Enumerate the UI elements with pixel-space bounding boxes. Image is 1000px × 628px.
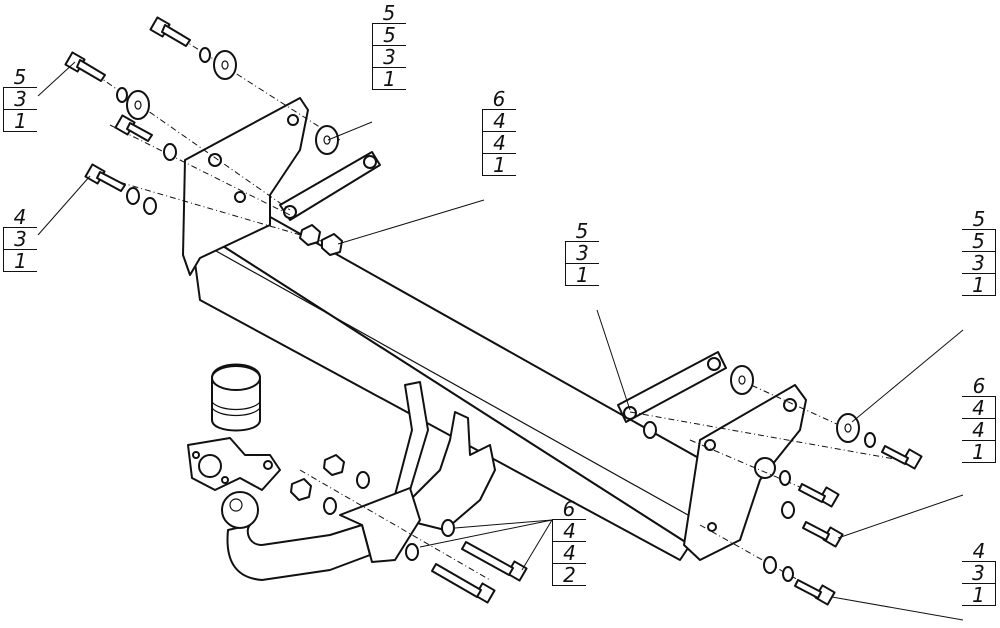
bolt bbox=[881, 445, 923, 470]
callout-c3: 4 3 1 bbox=[3, 206, 37, 272]
callout-cell: 3 bbox=[3, 228, 37, 250]
left-clamp-plate bbox=[279, 151, 381, 221]
bolt bbox=[798, 483, 840, 508]
callout-cell: 1 bbox=[962, 584, 996, 606]
callout-cell: 1 bbox=[482, 154, 516, 176]
bolts bbox=[64, 16, 923, 606]
callout-c5: 5 3 1 bbox=[565, 220, 599, 286]
callout-c9: 4 3 1 bbox=[962, 540, 996, 606]
callout-cell: 3 bbox=[962, 562, 996, 584]
callout-c8: 6 4 4 2 bbox=[552, 498, 586, 586]
callout-cell: 4 bbox=[552, 520, 586, 542]
bolt bbox=[802, 521, 844, 548]
callout-cell: 5 bbox=[565, 220, 599, 242]
callout-c4: 6 4 4 1 bbox=[482, 88, 516, 176]
socket-plate bbox=[187, 437, 281, 491]
ball-mount-holder bbox=[339, 381, 496, 563]
bolt bbox=[794, 579, 836, 606]
callout-cell: 5 bbox=[3, 66, 37, 88]
callout-cell: 1 bbox=[962, 274, 996, 296]
callout-cell: 3 bbox=[3, 88, 37, 110]
callout-cell: 2 bbox=[552, 564, 586, 586]
ball-cap bbox=[211, 363, 261, 432]
callout-cell: 4 bbox=[482, 110, 516, 132]
left-bracket bbox=[182, 97, 309, 276]
callout-cell: 5 bbox=[372, 2, 406, 24]
callout-cell: 4 bbox=[552, 542, 586, 564]
callout-cell: 6 bbox=[962, 375, 996, 397]
callout-cell: 4 bbox=[962, 397, 996, 419]
callout-cell: 4 bbox=[962, 540, 996, 562]
callout-cell: 1 bbox=[565, 264, 599, 286]
callout-cell: 5 bbox=[372, 24, 406, 46]
callout-cell: 6 bbox=[552, 498, 586, 520]
nuts bbox=[290, 224, 345, 501]
bolt bbox=[431, 563, 496, 604]
callout-leaders bbox=[37, 61, 964, 621]
callout-cell: 6 bbox=[482, 88, 516, 110]
bolt bbox=[149, 16, 191, 47]
callout-cell: 3 bbox=[565, 242, 599, 264]
callout-cell: 1 bbox=[3, 250, 37, 272]
callout-cell: 4 bbox=[482, 132, 516, 154]
bolt bbox=[84, 163, 126, 192]
callout-cell: 1 bbox=[962, 441, 996, 463]
right-clamp-plate bbox=[617, 351, 727, 423]
callout-c7: 6 4 4 1 bbox=[962, 375, 996, 463]
callout-cell: 1 bbox=[372, 68, 406, 90]
right-bracket bbox=[683, 384, 807, 561]
callout-cell: 5 bbox=[962, 230, 996, 252]
callout-cell: 4 bbox=[962, 419, 996, 441]
tow-ball-arm bbox=[221, 491, 371, 581]
callout-cell: 4 bbox=[3, 206, 37, 228]
bolt bbox=[64, 51, 106, 82]
bolt bbox=[114, 114, 153, 142]
bolt bbox=[461, 541, 528, 582]
callout-c1: 5 3 1 bbox=[3, 66, 37, 132]
callout-c6: 5 5 3 1 bbox=[962, 208, 996, 296]
callout-cell: 1 bbox=[3, 110, 37, 132]
callout-cell: 3 bbox=[372, 46, 406, 68]
callout-c2: 5 5 3 1 bbox=[372, 2, 406, 90]
callout-cell: 5 bbox=[962, 208, 996, 230]
callout-cell: 3 bbox=[962, 252, 996, 274]
